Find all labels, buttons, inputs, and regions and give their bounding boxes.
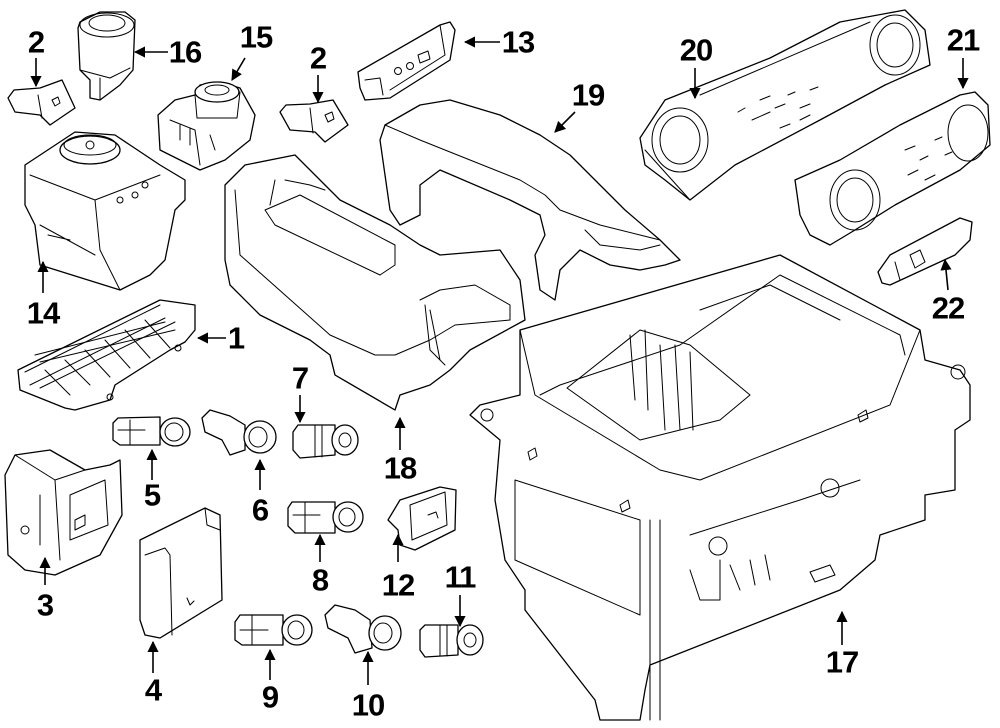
callout-1: 1 [228,321,245,356]
callout-6: 6 [252,493,269,528]
callout-8: 8 [312,563,329,598]
callout-17: 17 [826,645,858,680]
callout-4: 4 [145,673,163,708]
part-9-sensor[interactable] [234,614,313,646]
part-20-climate-control-panel[interactable] [639,9,931,201]
part-17-gear-selector-housing[interactable] [469,254,971,721]
callout-15: 15 [240,20,273,55]
part-2-rocker-switch-right[interactable] [279,99,349,143]
part-6-sensor-angled[interactable] [201,409,277,456]
callout-19: 19 [572,78,605,113]
callout-labels: 1 2 2 3 4 5 6 7 8 9 10 11 12 13 14 15 16… [27,20,981,723]
callout-12: 12 [382,568,414,603]
part-22-hazard-switch[interactable] [877,217,973,286]
callout-3: 3 [37,588,54,623]
callout-7: 7 [292,361,308,396]
callout-9: 9 [262,680,279,715]
leader-lines [30,36,969,685]
part-19-console-cover[interactable] [379,99,681,301]
callout-5: 5 [144,478,161,513]
part-18-console-trim[interactable] [224,154,526,411]
part-16-start-stop-button[interactable] [77,11,136,101]
part-11-sensor-round[interactable] [419,624,484,658]
part-21-climate-control-panel-rear[interactable] [794,91,991,246]
callout-13: 13 [502,25,535,60]
callout-10: 10 [352,688,384,723]
part-7-sensor-round[interactable] [292,424,359,459]
part-3-control-module-bracket[interactable] [4,449,123,576]
part-2-rocker-switch-left[interactable] [7,79,76,126]
callout-20: 20 [680,33,712,68]
callout-14: 14 [27,296,61,331]
part-14-controller-knob-unit[interactable] [24,131,186,291]
callout-11: 11 [445,560,477,595]
part-4-electronic-module[interactable] [139,507,223,639]
callout-16: 16 [169,35,202,70]
callout-21: 21 [947,23,980,58]
part-15-rotary-knob-switch[interactable] [157,81,256,171]
part-1-switch-panel-grid[interactable] [17,299,196,411]
part-8-sensor[interactable] [287,501,364,534]
part-5-sensor[interactable] [112,416,191,447]
callout-2-right: 2 [310,41,326,76]
callout-18: 18 [384,451,417,486]
callout-2-left: 2 [28,25,44,60]
callout-22: 22 [932,291,964,326]
part-10-sensor-angled[interactable] [324,604,402,654]
part-13-switch-block[interactable] [357,21,456,101]
